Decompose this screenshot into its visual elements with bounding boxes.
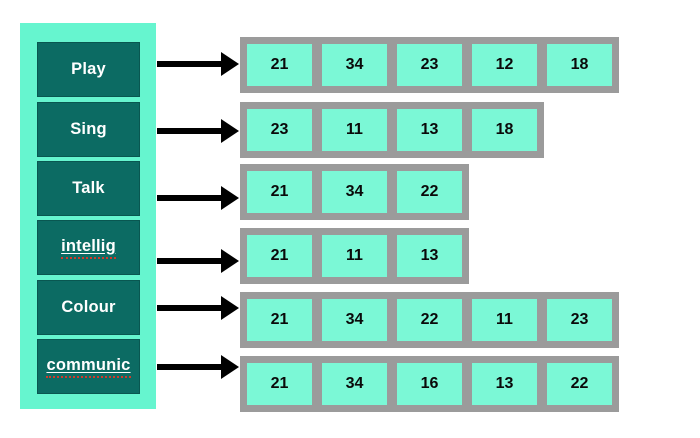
value-cell: 22 [397,299,462,341]
category-play: Play [37,42,140,97]
arrow-head [221,52,239,76]
arrow-icon-sing [157,119,239,143]
value-cell: 21 [247,171,312,213]
arrow-shaft [157,195,223,201]
value-strip-talk: 21 34 22 [240,164,469,220]
arrow-head [221,119,239,143]
category-intellig: intellig [37,220,140,275]
category-communic-label: communic [46,356,131,378]
arrow-head [221,249,239,273]
arrow-icon-intellig [157,249,239,273]
value-cell: 11 [322,235,387,277]
value-cell: 23 [397,44,462,86]
value-cell: 13 [397,109,462,151]
category-intellig-label: intellig [61,237,116,259]
value-cell: 18 [472,109,537,151]
category-colour: Colour [37,280,140,335]
value-strip-play: 21 34 23 12 18 [240,37,619,93]
category-colour-label: Colour [61,298,116,316]
category-talk: Talk [37,161,140,216]
category-sing: Sing [37,102,140,157]
value-cell: 21 [247,44,312,86]
value-strip-sing: 23 11 13 18 [240,102,544,158]
value-cell: 13 [472,363,537,405]
value-cell: 13 [397,235,462,277]
value-cell: 18 [547,44,612,86]
arrow-shaft [157,364,223,370]
arrow-shaft [157,305,223,311]
value-cell: 34 [322,44,387,86]
arrow-head [221,296,239,320]
value-cell: 16 [397,363,462,405]
value-cell: 34 [322,171,387,213]
arrow-head [221,355,239,379]
value-cell: 23 [547,299,612,341]
value-cell: 11 [472,299,537,341]
arrow-icon-colour [157,296,239,320]
value-cell: 21 [247,363,312,405]
value-cell: 12 [472,44,537,86]
category-play-label: Play [71,60,106,78]
value-strip-communic: 21 34 16 13 22 [240,356,619,412]
value-cell: 21 [247,299,312,341]
arrow-shaft [157,258,223,264]
category-talk-label: Talk [72,179,105,197]
value-cell: 34 [322,299,387,341]
arrow-icon-communic [157,355,239,379]
category-sing-label: Sing [70,120,107,138]
value-strip-colour: 21 34 22 11 23 [240,292,619,348]
arrow-shaft [157,61,223,67]
arrow-icon-talk [157,186,239,210]
value-strip-intellig: 21 11 13 [240,228,469,284]
category-communic: communic [37,339,140,394]
arrow-icon-play [157,52,239,76]
value-cell: 34 [322,363,387,405]
value-cell: 11 [322,109,387,151]
arrow-head [221,186,239,210]
value-cell: 22 [397,171,462,213]
value-cell: 23 [247,109,312,151]
value-cell: 21 [247,235,312,277]
value-cell: 22 [547,363,612,405]
arrow-shaft [157,128,223,134]
